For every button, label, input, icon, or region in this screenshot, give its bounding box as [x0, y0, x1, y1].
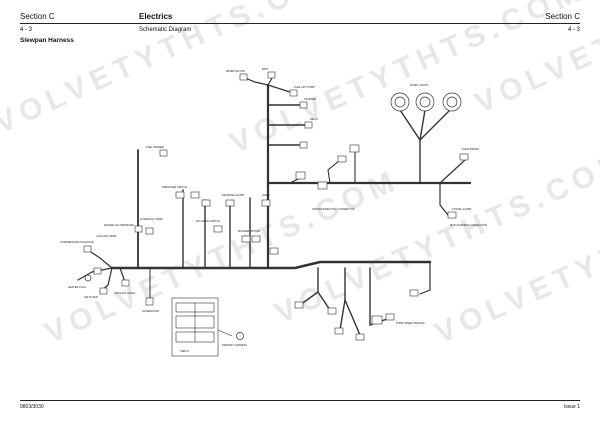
connector-box: [327, 307, 337, 315]
compression-solenoid-label: COMPRESSION SOLENOID: [60, 240, 94, 244]
connector-box: [289, 89, 298, 97]
footer-rule: [20, 400, 580, 401]
connector-box: [159, 149, 168, 157]
section-label-right: Section C: [545, 12, 580, 21]
coolant-level-label: COOLANT LEVEL: [114, 291, 136, 295]
document-number: 9803/3030: [20, 404, 44, 410]
connector-box: [241, 235, 251, 243]
connector-box: [355, 333, 365, 341]
harness-left-tail: [77, 249, 126, 293]
page-subtitle: Schematic Diagram: [139, 27, 192, 33]
fuel-sender-label: FUEL SENDER: [146, 145, 164, 149]
air-filter-label: AIR FILTER: [84, 295, 98, 299]
main-harness-connector-label: MAIN HARNESS CONNECTOR: [450, 223, 487, 227]
connector-box: [213, 225, 223, 233]
connector-box: [83, 245, 92, 253]
connector-box: [145, 297, 154, 306]
connector-box: [225, 199, 235, 207]
starter-label: STARTER: [304, 97, 316, 101]
section-label-left: Section C: [20, 12, 55, 21]
connector-box: [447, 211, 457, 219]
connector-box: [349, 144, 360, 153]
connector-box: [299, 101, 308, 109]
coolant-temp-label: COOLANT TEMP: [96, 234, 117, 238]
travel-alarm-label: TRAVEL ALARM: [452, 207, 471, 211]
hydraulic-temp-label: HYDRAULIC TEMP: [140, 217, 163, 221]
connector-box: [294, 301, 304, 309]
harness-right-tail: [419, 159, 466, 295]
connector-box: [201, 199, 211, 207]
page-number-left: 4 - 3: [20, 27, 33, 33]
page-number-right: 4 - 3: [567, 27, 580, 33]
inset-view: [171, 297, 233, 357]
connector-box: [337, 155, 347, 163]
dig-mode-switch-label: DIG MODE SWITCH: [196, 219, 220, 223]
connector-box: [371, 315, 383, 325]
connector-box: [145, 227, 154, 235]
connector-box: [121, 279, 130, 287]
pump-speed-sensor-label: PUMP SPEED SENSOR: [396, 321, 425, 325]
wiper-motor-label: WIPER MOTOR: [226, 69, 245, 73]
view-a-label: VIEW A: [180, 349, 189, 353]
connector-box: [99, 287, 108, 295]
horn-label: HORN: [262, 193, 270, 197]
relay-label: RELAY: [310, 117, 319, 121]
connector-box: [239, 73, 248, 81]
connector-box: [304, 121, 313, 129]
connector-box: [334, 327, 344, 335]
primary-harness-label: PRIMARY HARNESS: [222, 343, 247, 347]
engine-oil-pressure-label: ENGINE OIL PRESSURE: [104, 223, 134, 227]
connector-box: [134, 225, 143, 233]
harness-top-fan: [399, 109, 451, 184]
harness-top-left-fan: [244, 77, 291, 93]
interconnecting-connector-label: INTERCONNECTING CONNECTOR: [312, 207, 355, 211]
connector-box: [409, 289, 419, 297]
connector-box: [267, 71, 276, 79]
connector-box: [190, 191, 200, 199]
fuel-lift-pump-label: FUEL LIFT PUMP: [294, 85, 315, 89]
connector-box: [269, 247, 279, 255]
connector-box: [261, 199, 271, 207]
header-rule: [20, 23, 580, 24]
section-title: Slewpan Harness: [20, 37, 74, 44]
connector-box: [295, 171, 306, 180]
blower-motor-label: BLOWER MOTOR: [238, 229, 260, 233]
connector-box: [93, 267, 102, 275]
heater-plug-icon: [84, 274, 92, 282]
connector-box: [251, 235, 261, 243]
main-harness-trunk: [110, 260, 432, 270]
harness-riser-mid: [182, 189, 251, 269]
connector-box: [299, 141, 308, 149]
connector-box: [459, 153, 469, 161]
heater-plug-label: HEATER PLUG: [68, 285, 86, 289]
harness-branch-lower: [299, 267, 391, 336]
connector-box: [175, 191, 185, 199]
issue-number: Issue 1: [563, 404, 580, 410]
connector-box: [385, 313, 395, 321]
pressure-switch-label: PRESSURE SWITCH: [162, 185, 187, 189]
page-title: Electrics: [139, 12, 173, 21]
harness-branch-upper: [267, 104, 306, 146]
batt-label: BATT: [262, 67, 269, 71]
alternator-label: ALTERNATOR: [142, 309, 159, 313]
work-lights-label: WORK LIGHTS: [410, 83, 428, 87]
slew-brake-label: SLEW BRAKE: [462, 147, 479, 151]
connector-box: [317, 181, 328, 190]
horn-icon: [236, 332, 244, 340]
reverse-alarm-label: REVERSE ALARM: [222, 193, 244, 197]
